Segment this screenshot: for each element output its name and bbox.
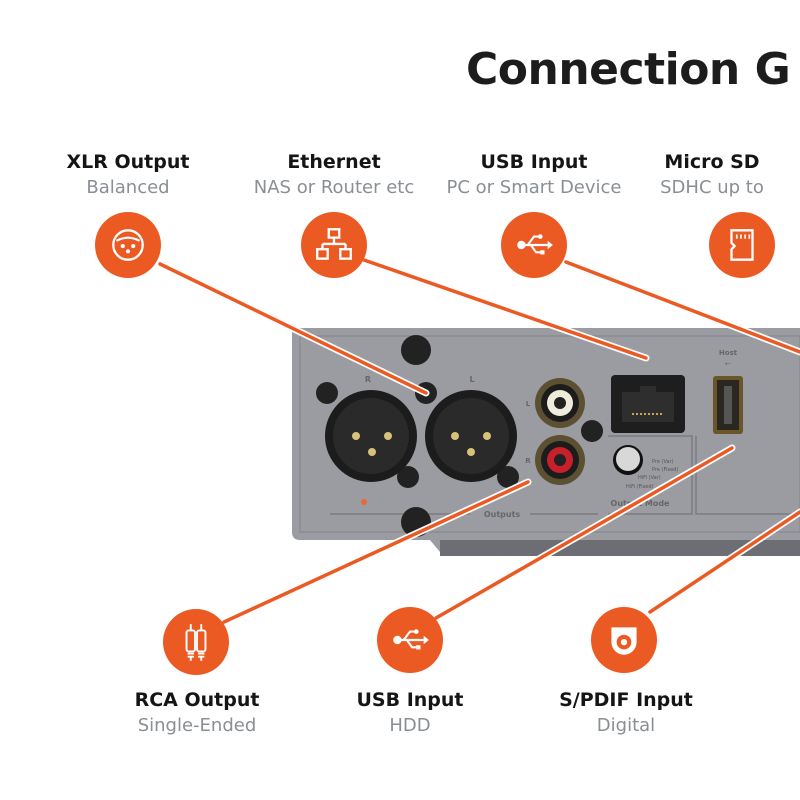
usb-icon: [377, 607, 443, 673]
usb-host-port: [713, 376, 743, 434]
host-frame: [695, 436, 800, 515]
mode-option-2: Pre (Fixed): [652, 467, 678, 473]
connection-label-microsd: Micro SD SDHC up to: [660, 150, 764, 202]
panel-bottom-edge: [440, 540, 800, 556]
connection-sub: NAS or Router etc: [253, 177, 415, 198]
connection-sub: SDHC up to: [660, 177, 764, 198]
host-label: Host: [719, 349, 738, 357]
leader-lines: [156, 256, 800, 626]
panel-inner-frame: [299, 335, 800, 533]
connection-name: XLR Output: [66, 151, 190, 173]
screw: [581, 420, 603, 442]
rca-plugs-icon: [163, 609, 229, 675]
connection-label-spdif: S/PDIF Input Digital: [559, 688, 693, 740]
rca-right-connector: [535, 435, 585, 485]
connection-name: S/PDIF Input: [559, 689, 693, 711]
leader-line-ethernet: [360, 256, 650, 362]
rca-left-connector: [535, 378, 585, 428]
connection-sub: Single-Ended: [137, 715, 257, 736]
leader-line-xlr: [156, 260, 430, 397]
screw: [397, 466, 419, 488]
rca-left-label: L: [526, 400, 531, 408]
outputs-label: Outputs: [484, 510, 521, 519]
rca-right-label: R: [525, 457, 531, 465]
connection-sub: Balanced: [86, 177, 170, 198]
page-title: Connection G: [466, 44, 791, 95]
xlr-left-label: L: [469, 375, 474, 384]
connection-sub: Digital: [596, 715, 656, 736]
screw: [497, 466, 519, 488]
connection-sub: PC or Smart Device: [446, 177, 622, 198]
usb-icon: [501, 212, 567, 278]
connection-sub: HDD: [389, 715, 431, 736]
mode-option-1: Pre (Var): [652, 459, 674, 465]
network-icon: [301, 212, 367, 278]
connection-label-usb-hdd: USB Input HDD: [356, 688, 463, 740]
sd-card-icon: [709, 212, 775, 278]
leader-line-usb-hdd: [432, 444, 736, 622]
ethernet-port: [611, 375, 685, 433]
xlr-connector-icon: [95, 212, 161, 278]
xlr-right-connector: [325, 390, 417, 482]
screw: [316, 382, 338, 404]
connection-label-usb-pc: USB Input PC or Smart Device: [446, 150, 621, 202]
connection-name: USB Input: [356, 689, 464, 711]
screw: [401, 335, 431, 365]
connection-label-rca: RCA Output Single-Ended: [135, 688, 260, 740]
xlr-right-label: R: [365, 375, 371, 384]
output-mode-switch: [613, 445, 643, 475]
connection-name: RCA Output: [134, 689, 260, 711]
connection-name: USB Input: [480, 151, 588, 173]
xlr-left-connector: [425, 390, 517, 482]
leader-line-rca: [220, 478, 532, 626]
usb-symbol-small: ⭠: [725, 359, 732, 368]
spdif-coaxial-icon: [591, 607, 657, 673]
connection-name: Ethernet: [287, 151, 381, 173]
connection-name: Micro SD: [664, 151, 760, 173]
leader-line-spdif: [646, 508, 800, 616]
mode-option-3: HiFi (Var): [638, 475, 661, 481]
connection-label-xlr: XLR Output Balanced: [67, 150, 190, 202]
leader-line-usb-pc: [562, 258, 800, 356]
connection-label-ethernet: Ethernet NAS or Router etc: [254, 150, 414, 202]
mode-option-4: HiFi (Fixed): [626, 484, 654, 490]
status-led: [361, 499, 367, 505]
